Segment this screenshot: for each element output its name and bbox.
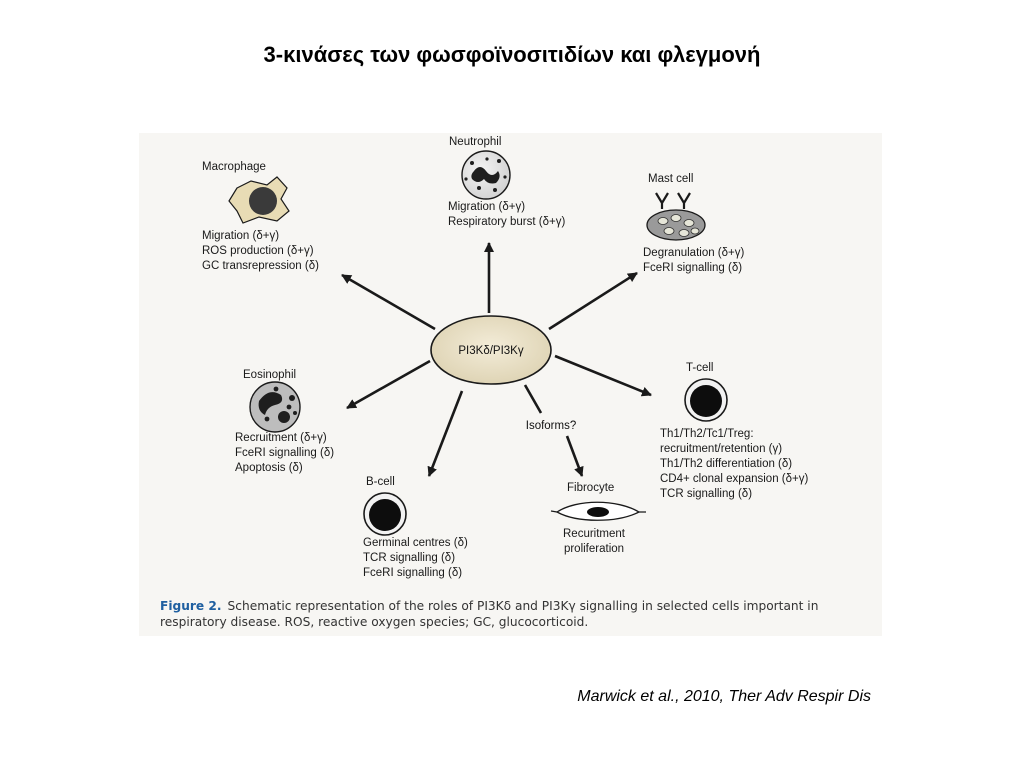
eosinophil-role: Recruitment (δ+γ) bbox=[235, 432, 327, 444]
macrophage-role: ROS production (δ+γ) bbox=[202, 245, 314, 257]
mast-cell-role: Degranulation (δ+γ) bbox=[643, 247, 745, 259]
b-cell-roles: Germinal centres (δ) TCR signalling (δ) … bbox=[363, 536, 468, 581]
mast-cell-role: FceRI signalling (δ) bbox=[643, 262, 743, 274]
t-cell-role: Th1/Th2/Tc1/Treg: bbox=[660, 428, 754, 440]
eosinophil-role: Apoptosis (δ) bbox=[235, 462, 303, 474]
eosinophil-roles: Recruitment (δ+γ) FceRI signalling (δ) A… bbox=[235, 431, 334, 476]
fibrocyte-role: proliferation bbox=[563, 543, 625, 555]
b-cell-name: B-cell bbox=[366, 476, 395, 488]
macrophage-roles: Migration (δ+γ) ROS production (δ+γ) GC … bbox=[202, 229, 319, 274]
t-cell-icon bbox=[684, 378, 728, 422]
figure-caption: Figure 2.Schematic representation of the… bbox=[160, 598, 872, 630]
macrophage-role: Migration (δ+γ) bbox=[202, 230, 280, 242]
fibrocyte-name: Fibrocyte bbox=[567, 482, 615, 494]
macrophage-cell-icon bbox=[228, 176, 290, 224]
t-cell-role: TCR signalling (δ) bbox=[660, 488, 753, 500]
b-cell-role: FceRI signalling (δ) bbox=[363, 567, 463, 579]
mast-cell-icon bbox=[646, 192, 706, 241]
t-cell-role: Th1/Th2 differentiation (δ) bbox=[660, 458, 793, 470]
mast-cell-roles: Degranulation (δ+γ) FceRI signalling (δ) bbox=[643, 246, 744, 276]
neutrophil-name: Neutrophil bbox=[449, 136, 502, 148]
b-cell-role: Germinal centres (δ) bbox=[363, 537, 468, 549]
t-cell-name: T-cell bbox=[686, 362, 714, 374]
b-cell-role: TCR signalling (δ) bbox=[363, 552, 456, 564]
eosinophil-name: Eosinophil bbox=[243, 369, 297, 381]
fibrocyte-cell-icon bbox=[550, 501, 646, 521]
arrow-to-t-cell bbox=[554, 354, 652, 397]
t-cell-roles: Th1/Th2/Tc1/Treg: recruitment/retention … bbox=[660, 427, 808, 502]
citation: Marwick et al., 2010, Ther Adv Respir Di… bbox=[577, 688, 871, 705]
isoforms-label: Isoforms? bbox=[526, 420, 577, 432]
eosinophil-role: FceRI signalling (δ) bbox=[235, 447, 335, 459]
eosinophil-cell-icon bbox=[249, 381, 301, 433]
arrow-to-isoforms bbox=[523, 384, 543, 414]
figure-panel: PI3Kδ/PI3Kγ Isoforms? bbox=[139, 133, 882, 636]
t-cell-role: recruitment/retention (γ) bbox=[660, 443, 783, 455]
pi3k-diagram: PI3Kδ/PI3Kγ Isoforms? bbox=[228, 150, 728, 536]
figure-caption-label: Figure 2. bbox=[160, 599, 222, 613]
hub-label: PI3Kδ/PI3Kγ bbox=[458, 345, 523, 357]
pi3k-hub bbox=[430, 315, 552, 385]
arrow-to-macrophage bbox=[341, 273, 436, 331]
b-cell-icon bbox=[363, 492, 407, 536]
neutrophil-roles: Migration (δ+γ) Respiratory burst (δ+γ) bbox=[448, 200, 565, 230]
t-cell-role: CD4+ clonal expansion (δ+γ) bbox=[660, 473, 809, 485]
slide-title: 3-κινάσες των φωσφοϊνοσιτιδίων και φλεγμ… bbox=[263, 42, 761, 67]
figure-caption-text: Schematic representation of the roles of… bbox=[160, 599, 819, 629]
neutrophil-role: Respiratory burst (δ+γ) bbox=[448, 216, 566, 228]
neutrophil-cell-icon bbox=[461, 150, 511, 200]
arrow-to-b-cell bbox=[427, 390, 464, 477]
neutrophil-role: Migration (δ+γ) bbox=[448, 201, 526, 213]
macrophage-name: Macrophage bbox=[202, 161, 266, 173]
fibrocyte-roles: Recuritment proliferation bbox=[563, 527, 625, 557]
fibrocyte-role: Recuritment bbox=[563, 528, 625, 540]
mast-cell-name: Mast cell bbox=[648, 173, 694, 185]
macrophage-role: GC transrepression (δ) bbox=[202, 260, 319, 272]
arrow-to-mast-cell bbox=[548, 271, 638, 331]
arrow-to-fibrocyte bbox=[565, 435, 584, 477]
arrow-to-eosinophil bbox=[346, 359, 431, 410]
